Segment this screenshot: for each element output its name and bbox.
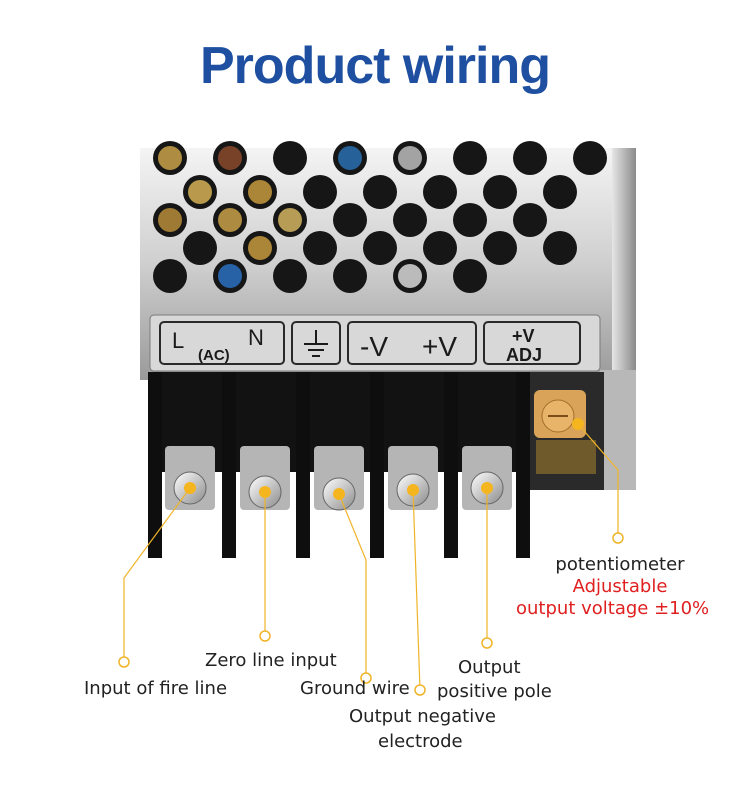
potentiometer: [534, 390, 586, 438]
terminal-label-plate: L (AC) N -V +V +V ADJ: [149, 314, 601, 372]
ground-icon: [304, 330, 328, 357]
positive-label-line2: positive pole: [437, 681, 552, 702]
callout-lines: [123, 423, 619, 691]
terminal-ac-label: (AC): [198, 347, 230, 364]
terminal-n-label: N: [248, 325, 264, 350]
terminal-highlight-dots: [184, 418, 584, 500]
negative-label-line1: Output negative: [349, 706, 496, 727]
page-title: Product wiring: [200, 37, 551, 95]
voltage-range-label: output voltage ±10%: [516, 598, 710, 619]
callout-dots: [118, 532, 624, 696]
adjustable-label: Adjustable: [572, 576, 668, 597]
ground-wire-label: Ground wire: [300, 678, 410, 699]
negative-label-line2: electrode: [378, 731, 463, 752]
potentiometer-label: potentiometer: [555, 554, 685, 575]
fire-line-label: Input of fire line: [84, 678, 228, 699]
positive-label-line1: Output: [458, 657, 521, 678]
terminal-l-label: L: [172, 328, 184, 353]
zero-line-label: Zero line input: [205, 650, 337, 671]
terminal-pos-label: +V: [422, 331, 457, 362]
terminal-neg-label: -V: [360, 331, 388, 362]
internal-components: [158, 146, 422, 288]
adj-plus-label: +V: [512, 326, 535, 346]
adj-label: ADJ: [506, 345, 542, 365]
